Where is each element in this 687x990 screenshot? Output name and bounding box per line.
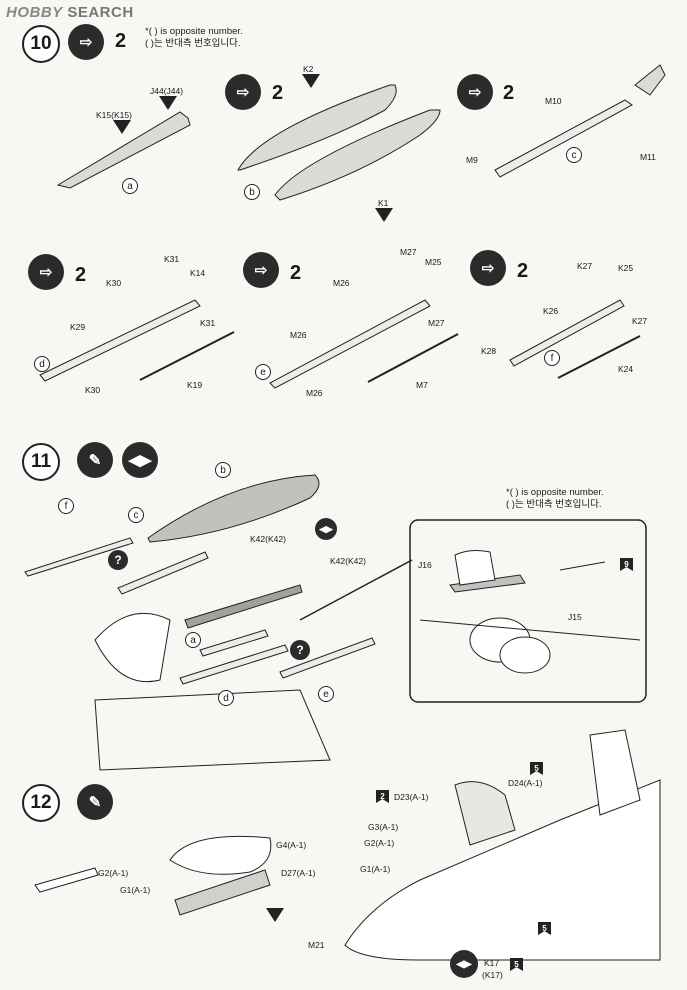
sub-assembly-c: c xyxy=(128,507,144,523)
direction-icon: ◀▶ xyxy=(450,950,478,978)
sub-assembly-e: e xyxy=(255,364,271,380)
sub-assembly-a: a xyxy=(185,632,201,648)
label-k29: K29 xyxy=(70,322,86,332)
label-m26: M26 xyxy=(333,278,350,288)
sub-assembly-d: d xyxy=(218,690,234,706)
site-logo: HOBBY SEARCH xyxy=(6,4,134,21)
tank-b-upper xyxy=(237,84,397,171)
label-m11: M11 xyxy=(640,152,656,162)
quantity-label: 2 xyxy=(503,82,515,104)
label-m7: M7 xyxy=(416,380,428,390)
paint-icon: ✎ xyxy=(77,784,113,820)
arrow-assembly-icon: ⇨ xyxy=(470,250,506,286)
label-k27: K27 xyxy=(577,261,593,271)
label-g2: G2(A-1) xyxy=(364,838,395,848)
label-k42: K42(K42) xyxy=(330,556,366,566)
glue-icon: ✎ xyxy=(77,442,113,478)
label-k31: K31 xyxy=(200,318,216,328)
label-m26: M26 xyxy=(306,388,323,398)
arrow-assembly-icon: ⇨ xyxy=(225,74,261,110)
label-g1: G1(A-1) xyxy=(120,885,151,895)
sub-assembly-a: a xyxy=(122,178,138,194)
label-d24: D24(A-1) xyxy=(508,778,543,788)
part-sheet-flag: 2 xyxy=(376,790,389,803)
label-k2: K2 xyxy=(303,64,314,74)
direction-icon: ◀▶ xyxy=(122,442,158,478)
sub-assembly-d: d xyxy=(34,356,50,372)
label-k28: K28 xyxy=(481,346,497,356)
label-m10: M10 xyxy=(545,96,562,106)
quantity-label: 2 xyxy=(75,264,87,286)
opposite-note: *( ) is opposite number.( )는 반대측 번호입니다. xyxy=(506,487,604,510)
part-sheet-flag: 5 xyxy=(530,762,543,775)
tank-b-lower xyxy=(274,109,441,201)
arrow-assembly-icon: ⇨ xyxy=(243,252,279,288)
label-j16: J16 xyxy=(418,560,432,570)
part-sheet-triangle xyxy=(302,74,320,88)
part-sheet-triangle xyxy=(375,208,393,222)
label-k19: K19 xyxy=(187,380,203,390)
label-k1: K1 xyxy=(378,198,389,208)
label-k15: K15(K15) xyxy=(96,110,132,120)
label-m21: M21 xyxy=(308,940,325,950)
question-icon: ? xyxy=(108,550,128,570)
quantity-label: 2 xyxy=(272,82,284,104)
label-k17-opposite: (K17) xyxy=(482,970,503,980)
arrow-assembly-icon: ⇨ xyxy=(68,24,104,60)
label-k42: K42(K42) xyxy=(250,534,286,544)
label-g4: G4(A-1) xyxy=(276,840,307,850)
label-k14: K14 xyxy=(190,268,206,278)
opposite-note: *( ) is opposite number.( )는 반대측 번호입니다. xyxy=(145,26,243,49)
label-m25: M25 xyxy=(425,257,442,267)
part-sheet-triangle xyxy=(159,96,177,110)
step-number-11: 11 xyxy=(22,443,60,481)
label-g1: G1(A-1) xyxy=(360,864,391,874)
label-k24: K24 xyxy=(618,364,634,374)
arrow-assembly-icon: ⇨ xyxy=(28,254,64,290)
sub-assembly-b: b xyxy=(215,462,231,478)
label-j15: J15 xyxy=(568,612,582,622)
step-number-10: 10 xyxy=(22,25,60,63)
label-g3: G3(A-1) xyxy=(368,822,399,832)
label-m27: M27 xyxy=(428,318,445,328)
quantity-label: 2 xyxy=(290,262,302,284)
label-g2: G2(A-1) xyxy=(98,868,129,878)
part-sheet-triangle xyxy=(113,120,131,134)
quantity-label: 2 xyxy=(517,260,529,282)
question-icon: ? xyxy=(290,640,310,660)
label-k30: K30 xyxy=(85,385,101,395)
pylon-a-part xyxy=(56,111,191,189)
sub-assembly-c: c xyxy=(566,147,582,163)
label-d27: D27(A-1) xyxy=(281,868,316,878)
label-k26: K26 xyxy=(543,306,559,316)
label-k17: K17 xyxy=(484,958,500,968)
label-k25: K25 xyxy=(618,263,634,273)
sub-assembly-e: e xyxy=(318,686,334,702)
label-m26: M26 xyxy=(290,330,307,340)
label-m27: M27 xyxy=(400,247,417,257)
part-sheet-flag: 5 xyxy=(538,922,551,935)
part-sheet-flag: 5 xyxy=(510,958,523,971)
sub-assembly-b: b xyxy=(244,184,260,200)
sub-assembly-f: f xyxy=(544,350,560,366)
arrow-assembly-icon: ⇨ xyxy=(457,74,493,110)
label-k31: K31 xyxy=(164,254,180,264)
quantity-label: 2 xyxy=(115,30,127,52)
sub-assembly-f: f xyxy=(58,498,74,514)
step-number-12: 12 xyxy=(22,784,60,822)
part-sheet-triangle xyxy=(266,908,284,922)
label-k30: K30 xyxy=(106,278,122,288)
part-sheet-flag: 9 xyxy=(620,558,633,571)
direction-icon: ◀▶ xyxy=(315,518,337,540)
label-k27: K27 xyxy=(632,316,648,326)
label-m9: M9 xyxy=(466,155,478,165)
tank-b-attached xyxy=(147,474,320,543)
label-j44: J44(J44) xyxy=(150,86,184,96)
label-d23: D23(A-1) xyxy=(394,792,429,802)
